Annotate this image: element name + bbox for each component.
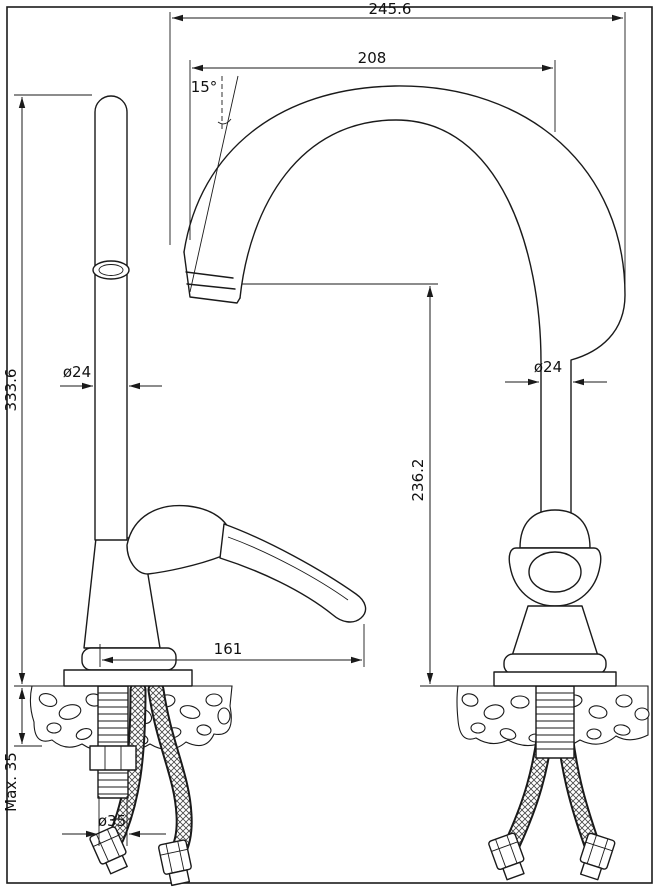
base-reach-label: 161: [214, 640, 243, 658]
dim-base-reach: 161: [99, 624, 365, 667]
riser-diameter-label: ø24: [534, 358, 562, 376]
spout-angle-label: 15°: [191, 78, 218, 96]
max-counter-thickness-label: Max. 35: [2, 752, 20, 812]
threaded-shank-left-view: [89, 685, 137, 799]
total-height-label: 333.6: [2, 369, 20, 412]
dim-overall-width: 245.6: [169, 0, 626, 292]
dim-max-counter-thickness: Max. 35: [2, 688, 42, 812]
base-plate: [63, 669, 193, 687]
dim-spout-height: 236.2: [242, 283, 462, 687]
spout-column: [94, 95, 128, 541]
spout-height-label: 236.2: [409, 459, 427, 502]
dim-side-body-diameter: ø24: [60, 363, 162, 390]
aerator-outlet-ellipse: [92, 260, 130, 280]
handle-dome: [519, 509, 591, 549]
base-plate-front: [493, 671, 617, 687]
handle-loop-opening: [528, 551, 582, 593]
spout-outlet-nozzle: [183, 251, 241, 304]
dim-spout-angle: 15°: [189, 75, 239, 293]
dim-riser-diameter: ø24: [505, 358, 607, 386]
base-flange: [81, 647, 177, 671]
spout-reach-label: 208: [358, 49, 387, 67]
lever-handle-side: [126, 504, 367, 623]
drawing-border: [6, 6, 653, 884]
dim-total-height: 333.6: [2, 94, 92, 687]
faucet-front-view: [183, 85, 626, 687]
faucet-side-view: [63, 95, 367, 687]
body-cone-front: [511, 605, 599, 657]
threaded-shank-front-view: [535, 685, 575, 759]
dim-spout-reach: 208: [189, 49, 556, 240]
overall-width-label: 245.6: [369, 0, 412, 18]
dim-mounting-hole-diameter: ø35: [62, 796, 166, 846]
mounting-hole-diameter-label: ø35: [98, 812, 126, 830]
side-body-diameter-label: ø24: [63, 363, 91, 381]
supply-hoses-left-view: [88, 681, 195, 888]
lever-handle-front: [508, 509, 602, 607]
base-flange-front: [503, 653, 607, 675]
gooseneck-inner-curve: [239, 119, 542, 515]
gooseneck-outer-curve: [183, 85, 626, 515]
